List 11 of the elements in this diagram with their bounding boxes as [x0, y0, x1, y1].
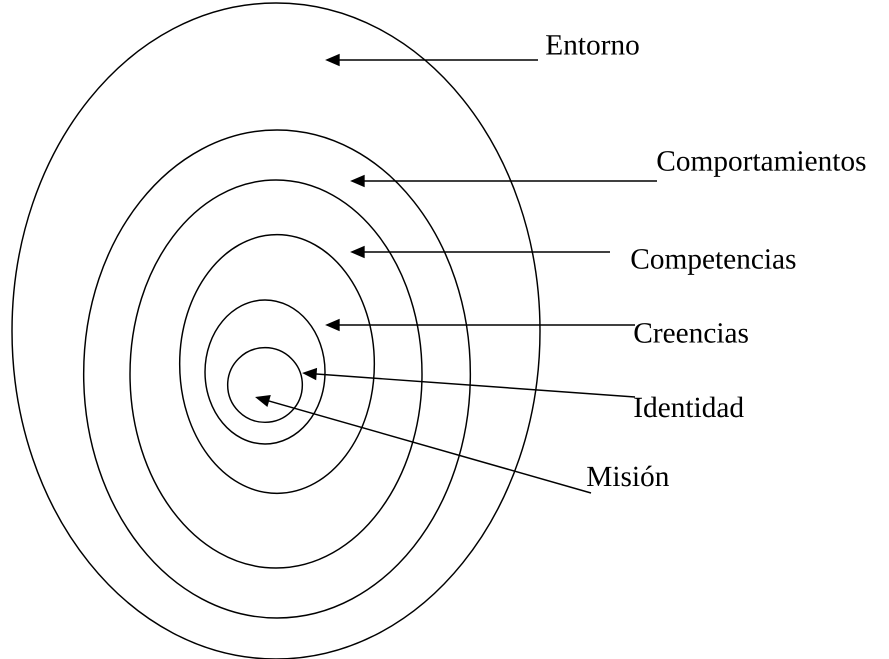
label-text: Competencias [631, 249, 796, 275]
label-text: Comportamientos [657, 151, 866, 177]
label-text: Creencias [634, 323, 748, 343]
ellipse [178, 234, 376, 494]
ellipse [226, 346, 304, 424]
ellipse [82, 129, 472, 619]
label-text: Misión [587, 466, 669, 486]
label-text: Identidad [634, 396, 744, 418]
ellipse [204, 299, 326, 445]
ellipse [129, 179, 423, 569]
label-text: Entorno [546, 35, 639, 55]
